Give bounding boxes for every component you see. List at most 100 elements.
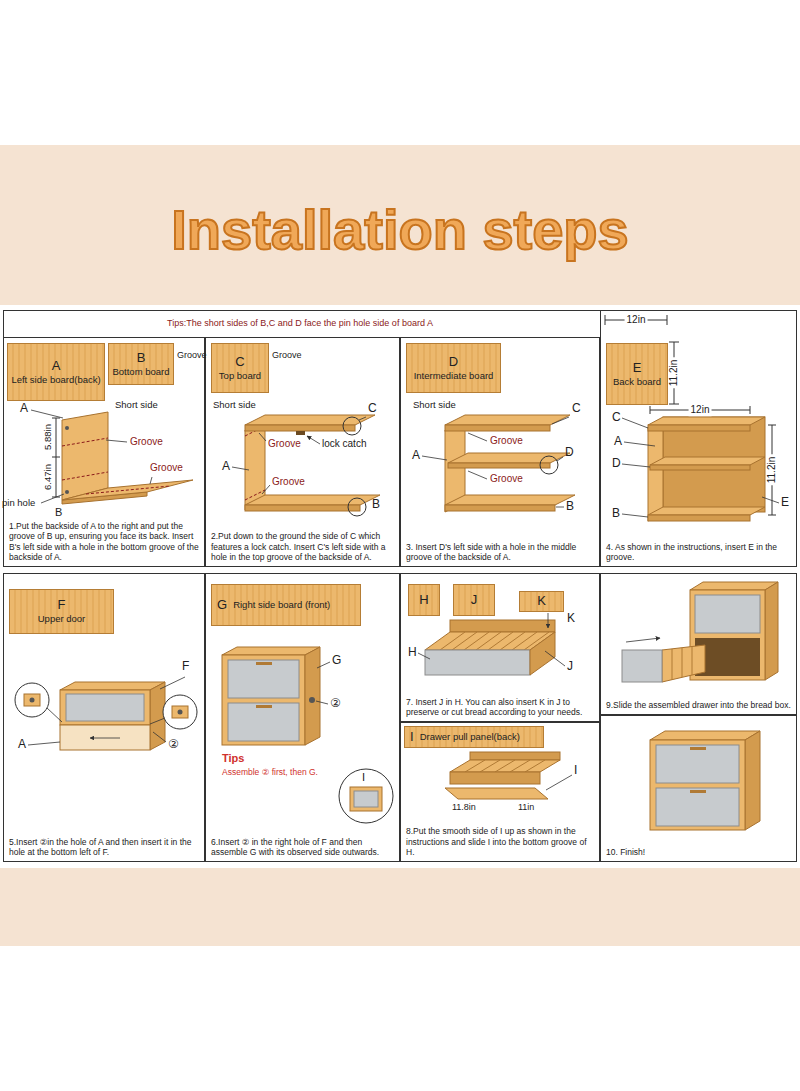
tip-note: Tips:The short sides of B,C and D face t… <box>167 318 433 328</box>
step5-figure <box>172 706 188 718</box>
step4-figure <box>622 418 648 428</box>
part-board: IDrawer pull panel(back) <box>404 726 544 748</box>
step6-figure <box>228 660 299 698</box>
step6-figure <box>228 703 299 741</box>
step1-figure <box>31 410 193 504</box>
step2-figure <box>245 415 375 425</box>
step10-figure <box>656 745 739 783</box>
callout-number: ② <box>330 697 341 711</box>
part-board: DIntermediate board <box>406 343 501 393</box>
part-board: J <box>453 584 495 616</box>
dimension-label: 11.2in <box>668 358 680 389</box>
step9-figure <box>622 582 778 682</box>
step4-figure <box>669 404 679 405</box>
step3-figure <box>557 457 563 461</box>
step-panel: 2.Put down to the ground the side of C w… <box>205 337 400 567</box>
step8-figure <box>445 752 572 799</box>
step1-figure <box>41 494 64 503</box>
page-title: Installation steps <box>0 196 800 263</box>
groove-label: Groove <box>272 350 302 360</box>
part-letter: A <box>20 402 28 416</box>
tips-strip <box>4 311 601 338</box>
groove-label: Groove <box>150 462 183 474</box>
step7-figure <box>418 653 430 659</box>
step3-figure <box>552 417 569 424</box>
step1-figure <box>62 438 108 446</box>
step8-figure <box>450 760 560 772</box>
step5-figure <box>90 738 120 739</box>
step6-figure <box>316 701 328 704</box>
step1-figure <box>86 486 170 494</box>
part-letter: K <box>537 594 546 609</box>
step9-figure <box>682 648 683 677</box>
step-panel: 6.Insert ② in the right hole of F and th… <box>205 573 400 862</box>
dimension-label: 11.8in <box>452 802 476 812</box>
part-board: EBack board <box>606 343 668 405</box>
part-letter: E <box>633 361 642 376</box>
step-panel: 4. As shown in the instructions, insert … <box>600 310 797 567</box>
part-letter: A <box>412 449 420 463</box>
step7-figure <box>464 632 489 650</box>
part-letter: I <box>410 730 414 745</box>
step1-figure <box>150 477 152 484</box>
step8-figure <box>445 788 548 799</box>
step-panel: 10. Finish! <box>600 715 797 862</box>
part-letter: B <box>612 507 620 521</box>
step7-figure <box>476 632 501 650</box>
step7-figure <box>418 613 565 675</box>
part-name: Right side board (front) <box>233 600 330 611</box>
step6-figure <box>317 662 330 668</box>
step3-figure <box>445 505 555 511</box>
tips-strip <box>4 311 601 338</box>
step5-figure <box>153 732 166 742</box>
groove-label: Groove <box>272 476 305 488</box>
step7-figure <box>440 632 465 650</box>
part-name: Left side board(back) <box>11 375 100 386</box>
step4-figure <box>762 497 779 503</box>
step9-figure <box>690 582 778 590</box>
step9-figure <box>626 638 660 642</box>
part-letter: A <box>52 359 61 374</box>
step3-figure <box>448 453 570 463</box>
part-letter: A <box>222 460 230 474</box>
step7-figure <box>545 651 565 666</box>
step1-figure <box>62 412 108 500</box>
step9-figure <box>765 582 778 680</box>
side-note: Short side <box>115 400 158 411</box>
side-note: Short side <box>413 400 456 411</box>
step2-figure <box>259 433 266 441</box>
step10-figure <box>690 790 706 793</box>
dimension-label: 5.88in <box>43 424 54 450</box>
groove-label: Groove <box>177 350 207 360</box>
dimension-label: 11in <box>518 802 534 812</box>
part-letter: J <box>471 593 478 608</box>
part-name: Intermediate board <box>414 371 494 382</box>
part-letter: F <box>182 660 189 674</box>
step5-figure <box>28 742 60 745</box>
part-letter: C <box>612 411 621 425</box>
step-caption: 3. Insert D's left side with a hole in t… <box>406 542 594 562</box>
part-board: ALeft side board(back) <box>7 343 105 401</box>
callout-number: ② <box>168 738 179 752</box>
step2-figure <box>348 498 366 516</box>
part-letter: C <box>368 402 377 416</box>
part-letter: D <box>449 355 458 370</box>
step5-figure <box>24 694 40 706</box>
step2-figure <box>245 505 360 511</box>
step5-figure <box>160 677 185 689</box>
part-letter: H <box>408 646 417 660</box>
step9-figure <box>672 649 673 680</box>
step10-figure <box>690 747 706 750</box>
step-panel: 9.Slide the assembled drawer into the br… <box>600 573 797 715</box>
step-caption: 2.Put down to the ground the side of C w… <box>211 531 394 562</box>
background-band <box>0 145 800 946</box>
step1-figure <box>106 440 127 442</box>
background-band <box>0 868 800 946</box>
step6-figure <box>222 655 305 745</box>
step4-figure <box>750 406 751 414</box>
step10-figure <box>745 731 760 830</box>
step4-figure <box>648 417 765 425</box>
step-panel: 1.Put the backside of A to the right and… <box>3 337 205 567</box>
step7-figure <box>425 650 530 675</box>
step2-figure <box>307 436 320 444</box>
